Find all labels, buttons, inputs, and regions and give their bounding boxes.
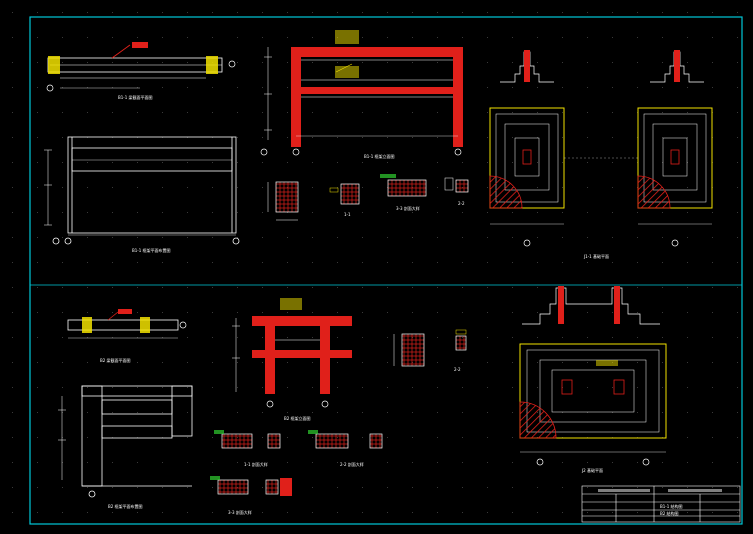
section-detail-8 [308,430,383,449]
beam-plan-2 [67,309,187,339]
frame-plan-2-label: B2 框架平面布置图 [108,503,143,509]
frame-plan-2 [58,385,193,498]
section-detail-7 [214,430,281,449]
foundation-1-label: J1-1 基础平面 [583,253,609,259]
frame-elevation-2 [232,298,352,408]
foundation-2-label: J2 基础平面 [581,467,603,473]
title-block [581,485,741,523]
frame-elevation-2-label: B2 框架立面图 [284,415,311,421]
drawing-border [29,16,743,525]
section-detail-9 [210,476,292,496]
section-detail-4 [444,177,469,193]
foundation-2 [519,286,667,466]
beam-plan-1 [46,42,236,92]
section-detail-2 [329,183,360,205]
section-22-label: 2-2 [458,201,465,206]
beam-plan-1-label: B1-1 梁截面平面图 [118,94,153,100]
section-11-label: 1-1 [344,212,351,217]
frame-elevation-1-label: B1-1 框架立面图 [364,153,395,159]
frame-plan-1-label: B1-1 框架平面布置图 [132,247,171,253]
section-b-label: 2-2 剖面大样 [340,461,364,467]
frame-elevation-1 [260,30,463,156]
section-33-label: 3-3 剖面大样 [396,205,420,211]
section-detail-3 [380,174,427,197]
section-a-label: 1-1 剖面大样 [244,461,268,467]
section-detail-5 [393,333,425,367]
beam-plan-2-label: B2 梁截面平面图 [100,357,131,363]
title-block-line-2: B2 结构图 [660,510,679,516]
frame-plan-1 [44,136,240,245]
title-block-line-1: B1-1 结构图 [660,503,683,509]
section-detail-1 [267,181,299,221]
section-c-label: 3-3 剖面大样 [228,509,252,515]
section-detail-6 [455,329,467,351]
section-e-label: 2-2 [454,367,461,372]
